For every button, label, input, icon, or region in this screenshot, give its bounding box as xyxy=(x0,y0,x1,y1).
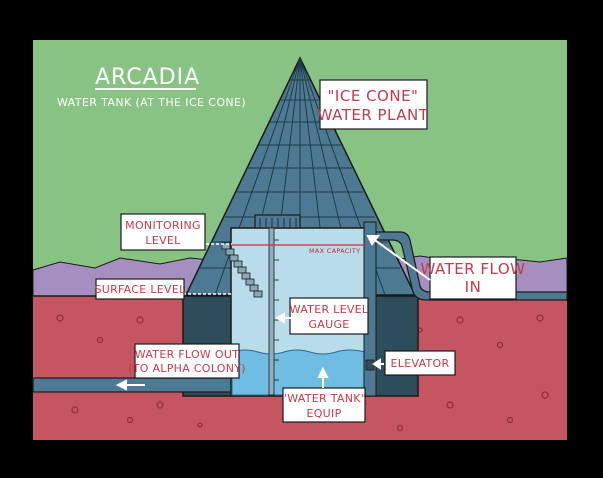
svg-text:(TO ALPHA COLONY): (TO ALPHA COLONY) xyxy=(128,362,246,375)
svg-text:SURFACE LEVEL: SURFACE LEVEL xyxy=(94,283,186,296)
staircase xyxy=(221,242,263,298)
label-elevator: ELEVATOR xyxy=(384,350,456,376)
svg-text:"ICE CONE": "ICE CONE" xyxy=(328,87,419,105)
svg-text:"WATER TANK": "WATER TANK" xyxy=(282,392,366,405)
hatch-detail xyxy=(259,218,297,228)
water-body xyxy=(231,349,366,396)
svg-text:WATER LEVEL: WATER LEVEL xyxy=(290,303,369,316)
arrow-water-flow-in-head xyxy=(366,235,380,246)
elevator-car xyxy=(365,359,375,371)
svg-text:MONITORING: MONITORING xyxy=(125,219,201,232)
label-water-tank-equip: "WATER TANK" EQUIP xyxy=(282,387,366,423)
svg-text:LEVEL: LEVEL xyxy=(145,234,181,247)
svg-text:EQUIP: EQUIP xyxy=(306,407,341,420)
page-subtitle: WATER TANK (AT THE ICE CONE) xyxy=(57,96,246,109)
max-capacity-text: MAX CAPACITY xyxy=(309,247,360,255)
label-water-flow-in: WATER FLOW IN xyxy=(420,256,525,300)
svg-text:WATER PLANT: WATER PLANT xyxy=(318,106,429,124)
intake-pipe xyxy=(364,231,568,301)
svg-text:WATER FLOW OUT: WATER FLOW OUT xyxy=(135,348,239,361)
arrow-water-flow-in-line xyxy=(371,237,431,281)
arrow-flow-out-head xyxy=(115,379,127,391)
label-water-flow-out: WATER FLOW OUT (TO ALPHA COLONY) xyxy=(128,343,246,379)
label-water-level-gauge: WATER LEVEL GAUGE xyxy=(289,297,369,335)
label-ice-cone: "ICE CONE" WATER PLANT xyxy=(318,79,429,130)
page-title: ARCADIA xyxy=(95,65,200,90)
label-monitoring-level: MONITORING LEVEL xyxy=(120,213,206,251)
water-level-gauge-pole xyxy=(268,227,279,396)
svg-text:GAUGE: GAUGE xyxy=(308,318,349,331)
tank-hatch xyxy=(254,214,301,229)
arrows xyxy=(115,235,431,391)
svg-text:IN: IN xyxy=(465,278,482,296)
arrow-elevator-head xyxy=(372,358,381,370)
label-surface-level: SURFACE LEVEL xyxy=(94,278,186,300)
arrow-equip-head xyxy=(317,366,329,378)
arrow-gauge-head xyxy=(274,312,285,324)
svg-text:ELEVATOR: ELEVATOR xyxy=(391,357,450,370)
svg-text:WATER FLOW: WATER FLOW xyxy=(420,260,525,278)
